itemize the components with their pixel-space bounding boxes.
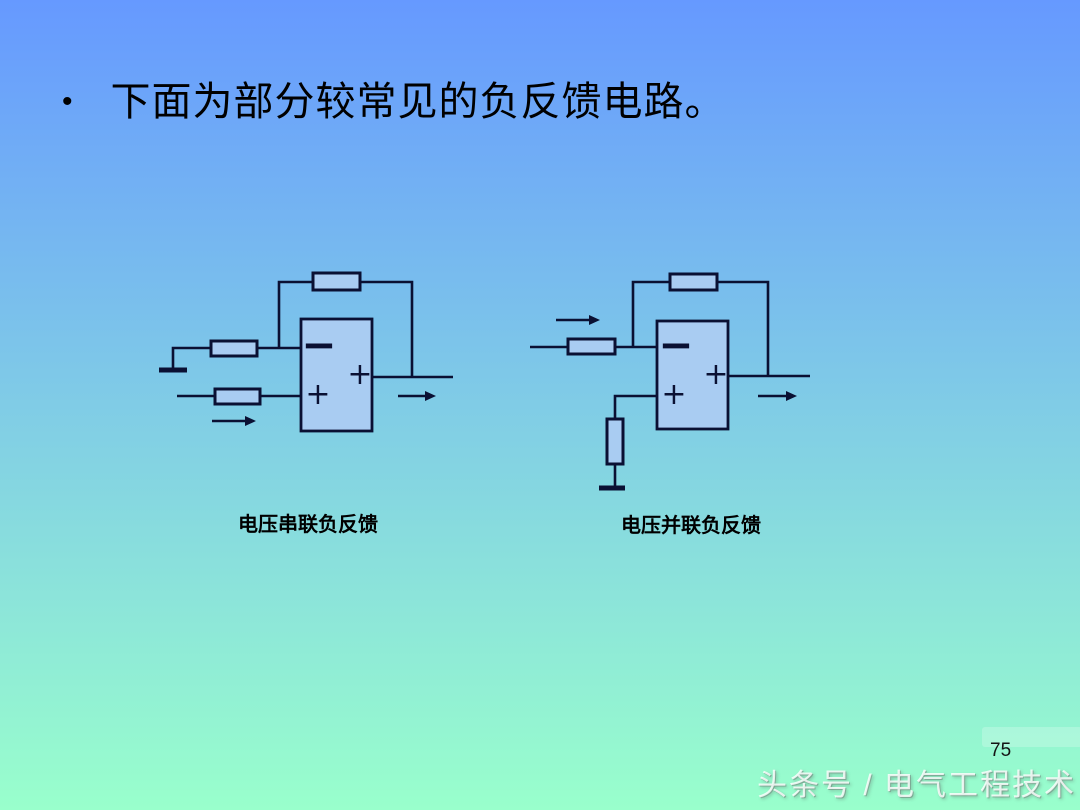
series-feedback-circuit: − + + — [159, 271, 453, 433]
input-arrow-icon — [212, 416, 256, 426]
opamp-plus-output-sign: + — [703, 357, 728, 392]
opamp-minus-sign: − — [301, 320, 336, 369]
caption-series-feedback: 电压串联负反馈 — [238, 514, 378, 536]
page-number: 75 — [990, 740, 1012, 761]
caption-parallel-feedback: 电压并联负反馈 — [621, 515, 761, 537]
feedback-resistor — [668, 272, 719, 292]
output-arrow-icon — [758, 391, 797, 401]
input-resistor-noninverting — [213, 387, 262, 406]
slide-title-row: • 下面为部分较常见的负反馈电路。 — [62, 79, 726, 125]
bullet-icon: • — [62, 85, 73, 118]
slide-title: 下面为部分较常见的负反馈电路。 — [110, 80, 726, 124]
watermark: 头条号 / 电气工程技术 — [756, 769, 1076, 802]
opamp-minus-sign: − — [658, 320, 693, 369]
input-resistor-inverting — [209, 339, 259, 358]
output-arrow-icon — [398, 391, 436, 401]
parallel-feedback-circuit: − + + — [530, 272, 810, 491]
opamp-block — [655, 319, 730, 431]
input-arrow-icon — [556, 315, 600, 325]
opamp-plus-output-sign: + — [347, 357, 372, 392]
opamp-block — [299, 317, 374, 433]
ground-resistor — [605, 417, 625, 466]
page-number-halo — [982, 727, 1080, 747]
opamp-plus-input-sign: + — [305, 377, 330, 412]
feedback-resistor — [311, 271, 362, 292]
input-resistor — [566, 337, 617, 356]
opamp-plus-input-sign: + — [661, 377, 686, 412]
noninverting-branch-wire — [613, 394, 657, 419]
